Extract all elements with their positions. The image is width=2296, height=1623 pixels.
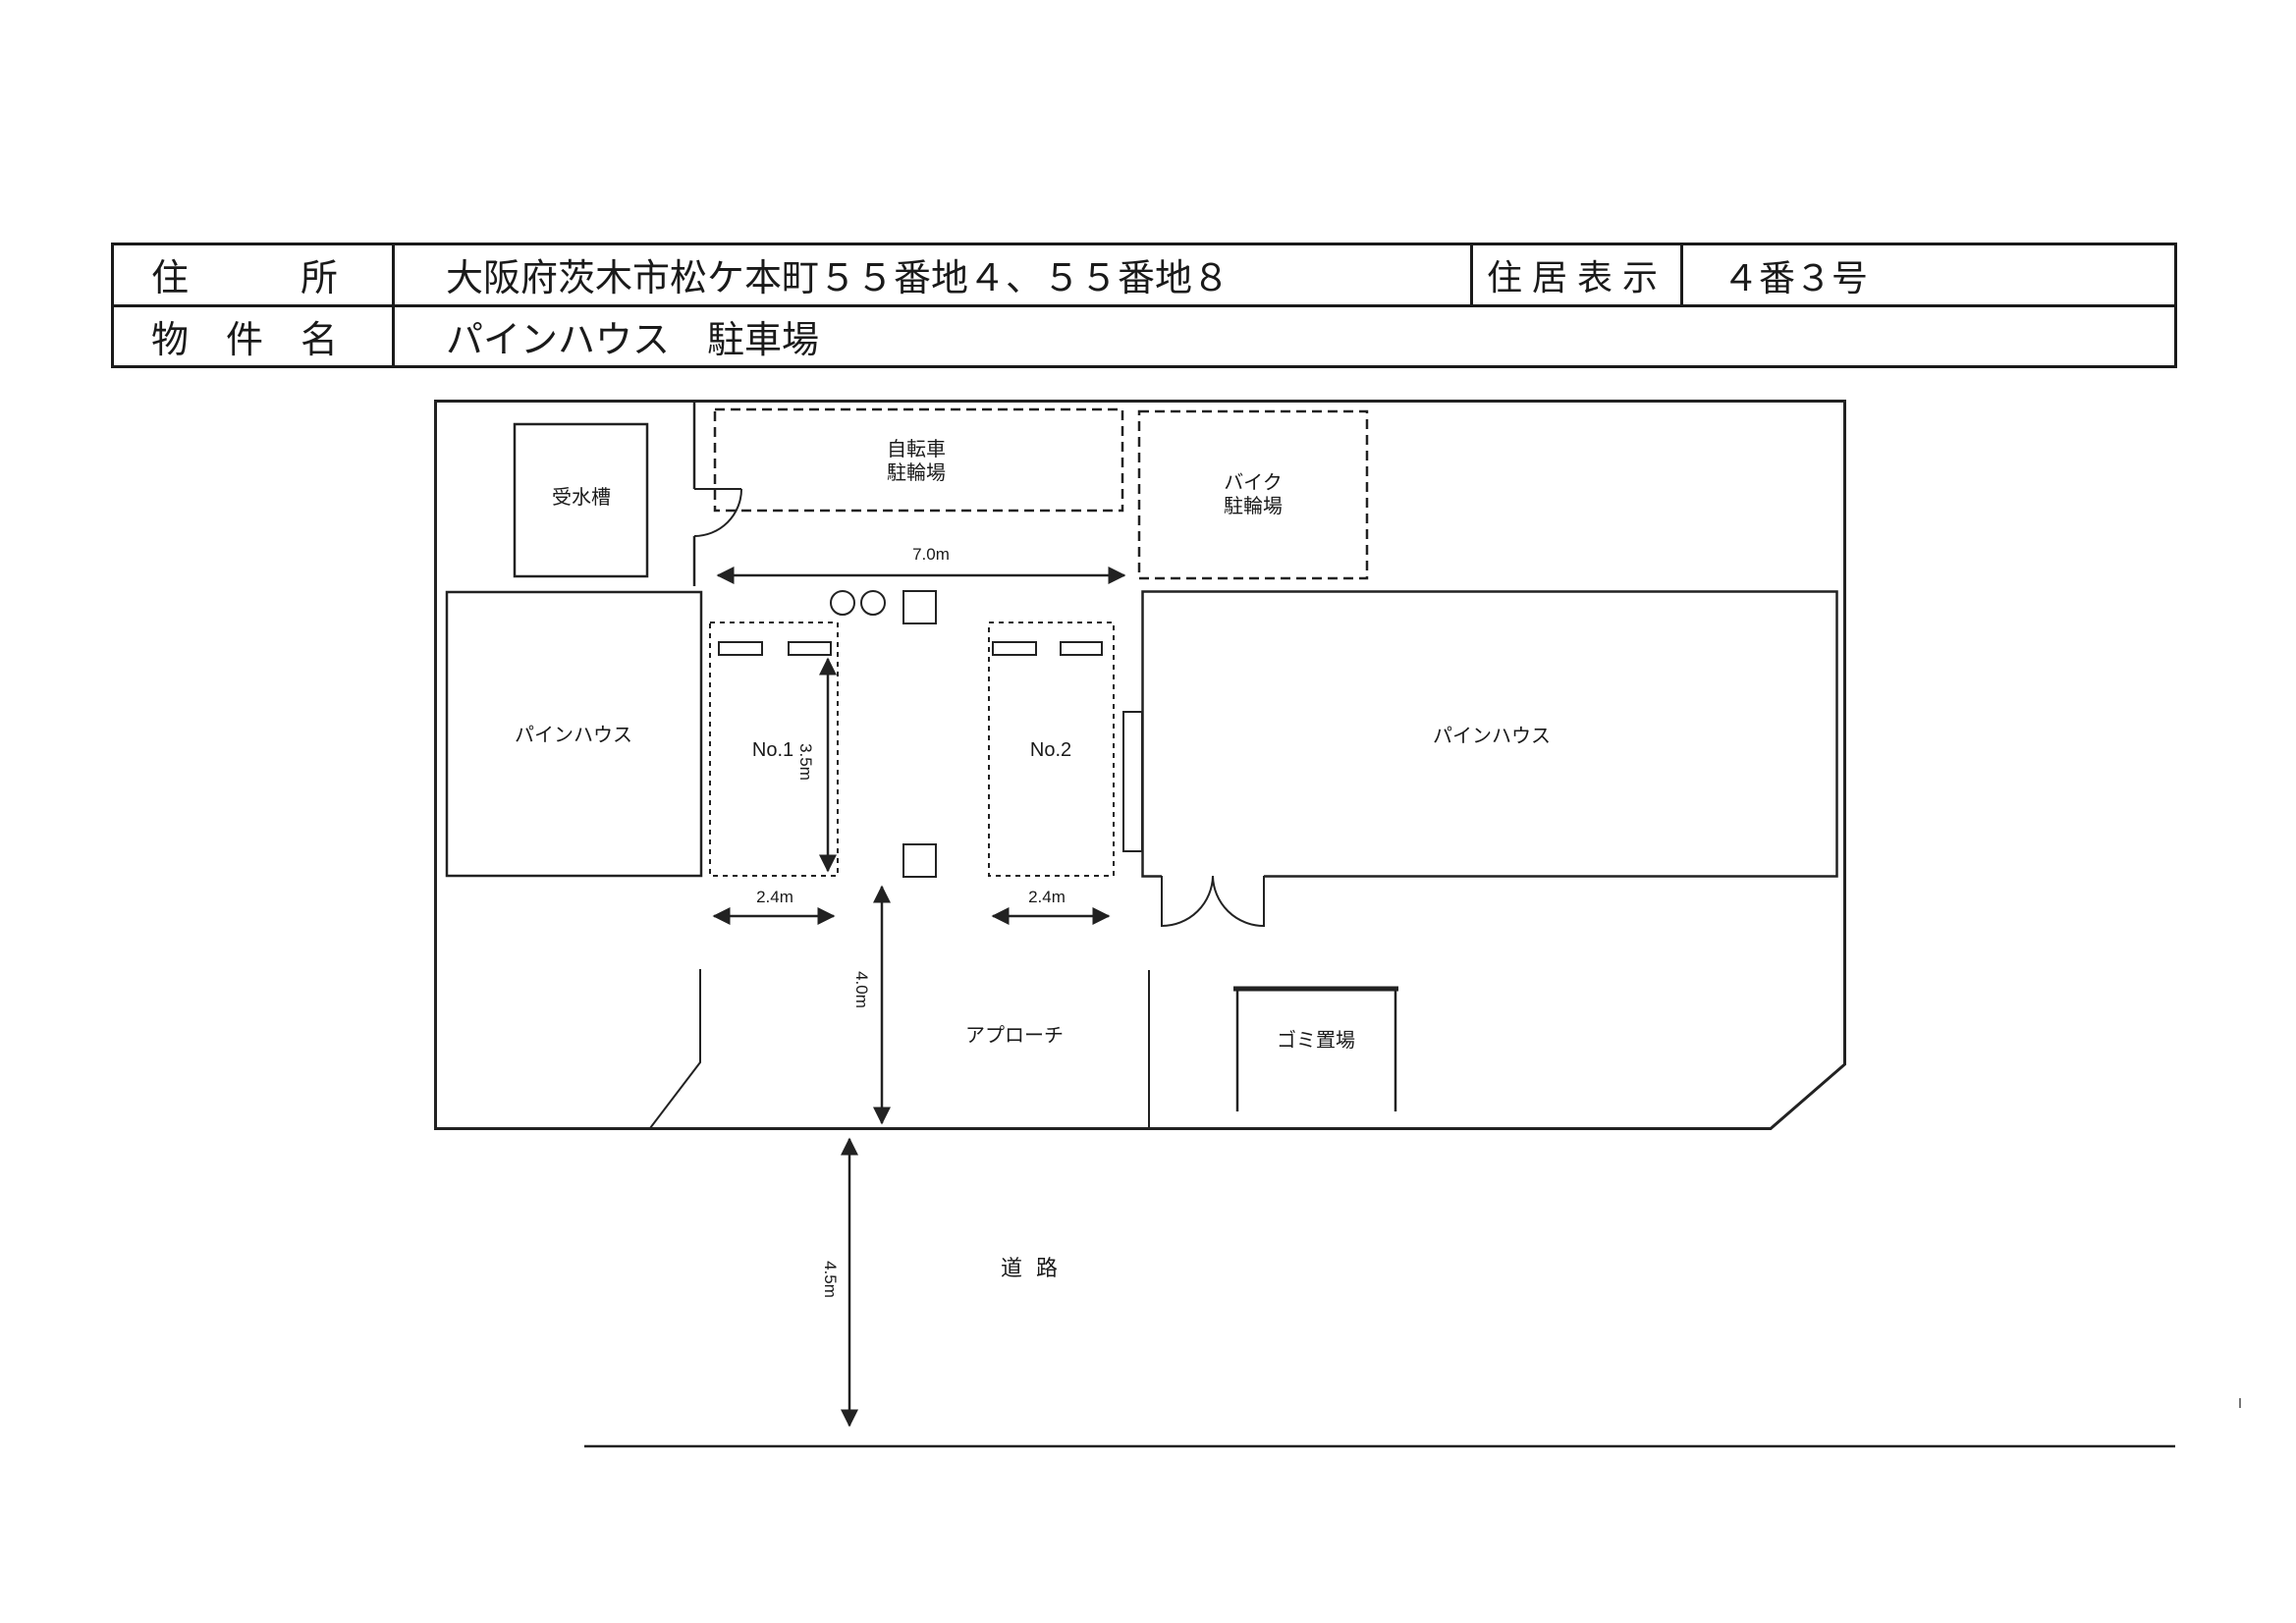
water-tank-label: 受水槽 (552, 487, 611, 509)
house-right-building (1141, 590, 1838, 878)
bicycle-parking-label-line2: 駐輪場 (887, 462, 946, 484)
table-row-address: 住 所 大阪府茨木市松ケ本町５５番地４、５５番地８ 住 居 表 示 ４番３号 (114, 245, 2174, 307)
entrance-door-left-leaf (1161, 875, 1214, 928)
property-name-label-cell: 物 件 名 (114, 306, 395, 365)
property-name-value-cell: パインハウス 駐車場 (446, 319, 820, 361)
dim-label-4-0m: 4.0m (852, 971, 871, 1008)
house-right-porch (1122, 711, 1143, 852)
dim-label-7-0m: 7.0m (912, 545, 950, 564)
bike-parking-area (1137, 409, 1369, 580)
approach-label: アプローチ (965, 1025, 1064, 1047)
bike-parking-label-line2: 駐輪場 (1224, 496, 1283, 517)
house-left-label: パインハウス (515, 725, 632, 746)
residence-indication-label-cell: 住 居 表 示 (1473, 245, 1683, 304)
space-no1-label: No.1 (751, 739, 794, 761)
garbage-place-label: ゴミ置場 (1277, 1030, 1355, 1052)
approach-left-edge (649, 969, 701, 1129)
bicycle-parking-area (713, 407, 1124, 513)
bollard-circle (830, 590, 855, 616)
wheel-stopper (788, 641, 832, 656)
address-value-cell: 大阪府茨木市松ケ本町５５番地４、５５番地８ (395, 245, 1473, 304)
bike-parking-label: バイク 駐輪場 (1224, 471, 1283, 518)
bike-parking-label-line1: バイク (1224, 472, 1283, 494)
dimension-arrows (712, 567, 1126, 1428)
residence-indication-value-cell: ４番３号 (1722, 257, 1868, 298)
house-left-building (445, 590, 703, 878)
entrance-door-right-leaf (1212, 875, 1265, 928)
wheel-stopper (992, 641, 1037, 656)
bollard-circle (860, 590, 886, 616)
property-info-table: 住 所 大阪府茨木市松ケ本町５５番地４、５５番地８ 住 居 表 示 ４番３号 物… (111, 243, 2177, 368)
house-right-label: パインハウス (1433, 726, 1551, 747)
gate-door-swing-arc (693, 488, 742, 537)
dim-label-4-5m: 4.5m (821, 1261, 840, 1298)
dim-label-3-5m: 3.5m (796, 743, 815, 781)
bicycle-parking-label-line1: 自転車 (887, 439, 946, 460)
space-no2-label: No.2 (1029, 739, 1072, 761)
bicycle-parking-label: 自転車 駐輪場 (887, 438, 946, 485)
road-label: 道 路 (1000, 1256, 1063, 1280)
water-tank-box (513, 422, 649, 578)
pillar-square-top (902, 590, 937, 624)
parking-stall-no1 (709, 622, 839, 877)
site-boundary (434, 400, 1846, 1130)
dim-label-2-4m-left: 2.4m (756, 888, 793, 906)
wheel-stoppers (718, 641, 1103, 656)
pillar-square-bottom (902, 843, 937, 878)
parking-stall-no2 (988, 622, 1115, 877)
dim-label-2-4m-right: 2.4m (1028, 888, 1066, 906)
address-label-cell: 住 所 (114, 245, 395, 304)
wheel-stopper (1060, 641, 1103, 656)
table-row-property-name: 物 件 名 パインハウス 駐車場 (114, 306, 2174, 365)
wheel-stopper (718, 641, 763, 656)
